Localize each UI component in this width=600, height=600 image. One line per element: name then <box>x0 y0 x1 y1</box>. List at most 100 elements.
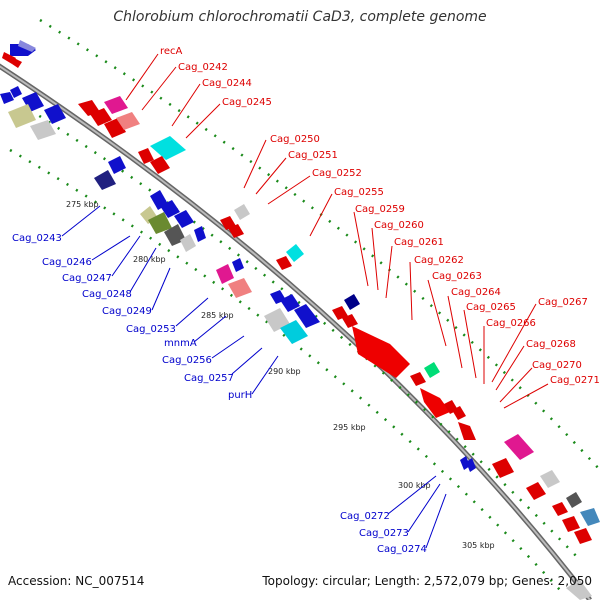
gene-label-cag0262: Cag_0262 <box>414 255 464 266</box>
gene-block <box>8 104 36 128</box>
gene-label-cag0264: Cag_0264 <box>451 287 501 298</box>
gene-label-cag0252: Cag_0252 <box>312 168 362 179</box>
gene-block <box>104 96 128 114</box>
gene-label-reca: recA <box>160 46 183 57</box>
gene-label-cag0271: Cag_0271 <box>550 375 600 386</box>
gene-label-cag0242: Cag_0242 <box>178 62 228 73</box>
gene-block <box>216 264 234 284</box>
gene-block <box>180 234 196 252</box>
gene-label-cag0266: Cag_0266 <box>486 318 536 329</box>
gene-label-cag0259: Cag_0259 <box>355 204 405 215</box>
gene-arrow <box>458 422 476 440</box>
gene-block <box>234 204 250 220</box>
gene-arrow <box>0 92 14 104</box>
gene-label-cag0253: Cag_0253 <box>126 324 176 335</box>
gene-arrow <box>174 210 194 228</box>
gene-label-cag0261: Cag_0261 <box>394 237 444 248</box>
gene-label-cag0248: Cag_0248 <box>82 289 132 300</box>
tick-label-285: 285 kbp <box>201 311 234 320</box>
gene-label-cag0247: Cag_0247 <box>62 273 112 284</box>
gene-arrow <box>342 314 358 328</box>
gene-block <box>18 40 36 52</box>
gene-label-cag0274: Cag_0274 <box>377 544 427 555</box>
gene-block <box>148 212 172 234</box>
gene-arrow <box>280 294 300 312</box>
gene-block <box>150 136 186 160</box>
gene-arrow <box>552 502 568 516</box>
gene-arrow <box>420 388 450 418</box>
gene-label-cag0270: Cag_0270 <box>532 360 582 371</box>
tick-label-300: 300 kbp <box>398 481 431 490</box>
gene-block <box>228 278 252 298</box>
gene-label-cag0267: Cag_0267 <box>538 297 588 308</box>
gene-arrow <box>460 456 470 470</box>
gene-label-cag0249: Cag_0249 <box>102 306 152 317</box>
gene-arrow <box>194 226 206 242</box>
gene-arrow <box>352 326 410 378</box>
gene-label-cag0245: Cag_0245 <box>222 97 272 108</box>
tick-label-275: 275 kbp <box>66 200 99 209</box>
gene-arrow <box>526 482 546 500</box>
gene-arrow <box>90 108 112 126</box>
gene-label-cag0250: Cag_0250 <box>270 134 320 145</box>
gene-arrow <box>228 224 244 238</box>
gene-arrow <box>452 406 466 420</box>
gene-label-mnma: mnmA <box>164 338 197 349</box>
tick-label-305: 305 kbp <box>462 541 495 550</box>
gene-block <box>540 470 560 488</box>
gene-block <box>30 120 56 140</box>
gene-label-cag0256: Cag_0256 <box>162 355 212 366</box>
gene-arrow <box>138 148 154 164</box>
gene-label-cag0257: Cag_0257 <box>184 373 234 384</box>
forward-gene-labels: recA Cag_0242 Cag_0244 Cag_0245 Cag_0250… <box>160 46 600 386</box>
gene-arrow <box>466 458 476 472</box>
gene-label-cag0244: Cag_0244 <box>202 78 252 89</box>
gene-arrow <box>160 200 180 218</box>
tick-label-295: 295 kbp <box>333 423 366 432</box>
gene-arrow <box>574 528 592 544</box>
gene-label-cag0273: Cag_0273 <box>359 528 409 539</box>
gene-block <box>424 362 440 378</box>
gene-label-cag0255: Cag_0255 <box>334 187 384 198</box>
gene-arrow <box>10 86 22 98</box>
reverse-leaders <box>61 205 447 549</box>
gene-block <box>504 434 534 460</box>
forward-features <box>2 40 600 600</box>
gene-arrow <box>232 258 244 272</box>
map-title: Chlorobium chlorochromatii CaD3, complet… <box>113 9 487 25</box>
gene-label-cag0265: Cag_0265 <box>466 302 516 313</box>
reverse-gene-labels: Cag_0243 Cag_0246 Cag_0247 Cag_0248 Cag_… <box>12 233 427 555</box>
gene-arrow <box>294 304 320 328</box>
gene-block <box>264 308 290 332</box>
gene-label-cag0272: Cag_0272 <box>340 511 390 522</box>
gene-arrow <box>108 156 126 174</box>
gene-label-cag0268: Cag_0268 <box>526 339 576 350</box>
gene-arrow <box>12 58 22 68</box>
forward-leaders <box>125 53 549 409</box>
genome-summary-text: Topology: circular; Length: 2,572,079 bp… <box>262 574 592 588</box>
gene-arrow <box>410 372 426 386</box>
gene-arrow <box>332 306 348 320</box>
gene-block <box>344 294 360 310</box>
gene-label-cag0243: Cag_0243 <box>12 233 62 244</box>
gene-arrow <box>562 516 580 532</box>
gene-label-cag0246: Cag_0246 <box>42 257 92 268</box>
gene-arrow <box>492 458 514 478</box>
gene-arrow <box>78 100 100 116</box>
gene-label-cag0263: Cag_0263 <box>432 271 482 282</box>
gene-block <box>116 112 140 130</box>
reverse-features <box>0 86 476 472</box>
gene-arrow <box>276 256 292 270</box>
gene-arrow <box>150 156 170 174</box>
gene-block <box>280 320 308 344</box>
gene-arrow <box>44 104 66 124</box>
gene-block <box>566 492 582 508</box>
gene-block <box>286 244 304 262</box>
gene-block <box>94 170 116 190</box>
gene-label-cag0260: Cag_0260 <box>374 220 424 231</box>
gene-arrow <box>2 52 16 64</box>
tick-label-290: 290 kbp <box>268 367 301 376</box>
accession-text: Accession: NC_007514 <box>8 574 145 588</box>
gene-label-purh: purH <box>228 390 252 401</box>
